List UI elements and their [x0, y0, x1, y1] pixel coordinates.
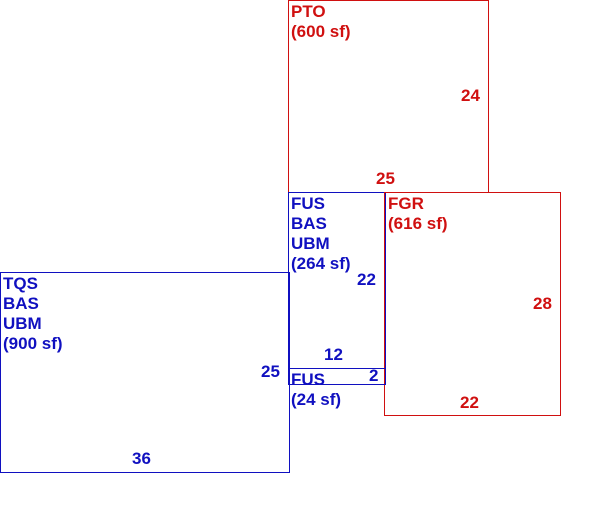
tqs-code-1: TQS	[3, 274, 38, 293]
fus-main-area-label: FUS BAS UBM (264 sf)	[291, 194, 351, 274]
fus-main-square-feet: (264 sf)	[291, 254, 351, 273]
fgr-bottom-dimension: 22	[460, 393, 479, 412]
tqs-square-feet: (900 sf)	[3, 334, 63, 353]
fus-main-bottom-dimension: 12	[324, 345, 343, 364]
fus-small-area-label: FUS (24 sf)	[291, 370, 341, 410]
pto-side-dimension: 24	[461, 86, 480, 105]
fgr-area-outline	[384, 192, 561, 416]
fus-small-area-outline	[288, 368, 386, 385]
fus-main-side-dimension: 22	[357, 270, 376, 289]
fus-small-side-dimension: 2	[369, 366, 379, 385]
tqs-side-dimension: 25	[261, 362, 280, 381]
fus-small-square-feet: (24 sf)	[291, 390, 342, 409]
pto-square-feet: (600 sf)	[291, 22, 351, 41]
fus-main-code-2: BAS	[291, 214, 327, 233]
fgr-area-label: FGR (616 sf)	[388, 194, 448, 234]
fgr-side-dimension: 28	[533, 294, 552, 313]
fgr-code: FGR	[388, 194, 424, 213]
tqs-area-label: TQS BAS UBM (900 sf)	[3, 274, 63, 354]
pto-area-label: PTO (600 sf)	[291, 2, 351, 42]
tqs-bottom-dimension: 36	[132, 449, 151, 468]
tqs-code-3: UBM	[3, 314, 42, 333]
fus-small-code: FUS	[291, 370, 325, 389]
fus-main-code-3: UBM	[291, 234, 330, 253]
pto-code: PTO	[291, 2, 326, 21]
tqs-area-outline	[0, 272, 290, 473]
pto-bottom-dimension: 25	[376, 169, 395, 188]
fus-main-code-1: FUS	[291, 194, 325, 213]
fgr-square-feet: (616 sf)	[388, 214, 448, 233]
tqs-code-2: BAS	[3, 294, 39, 313]
